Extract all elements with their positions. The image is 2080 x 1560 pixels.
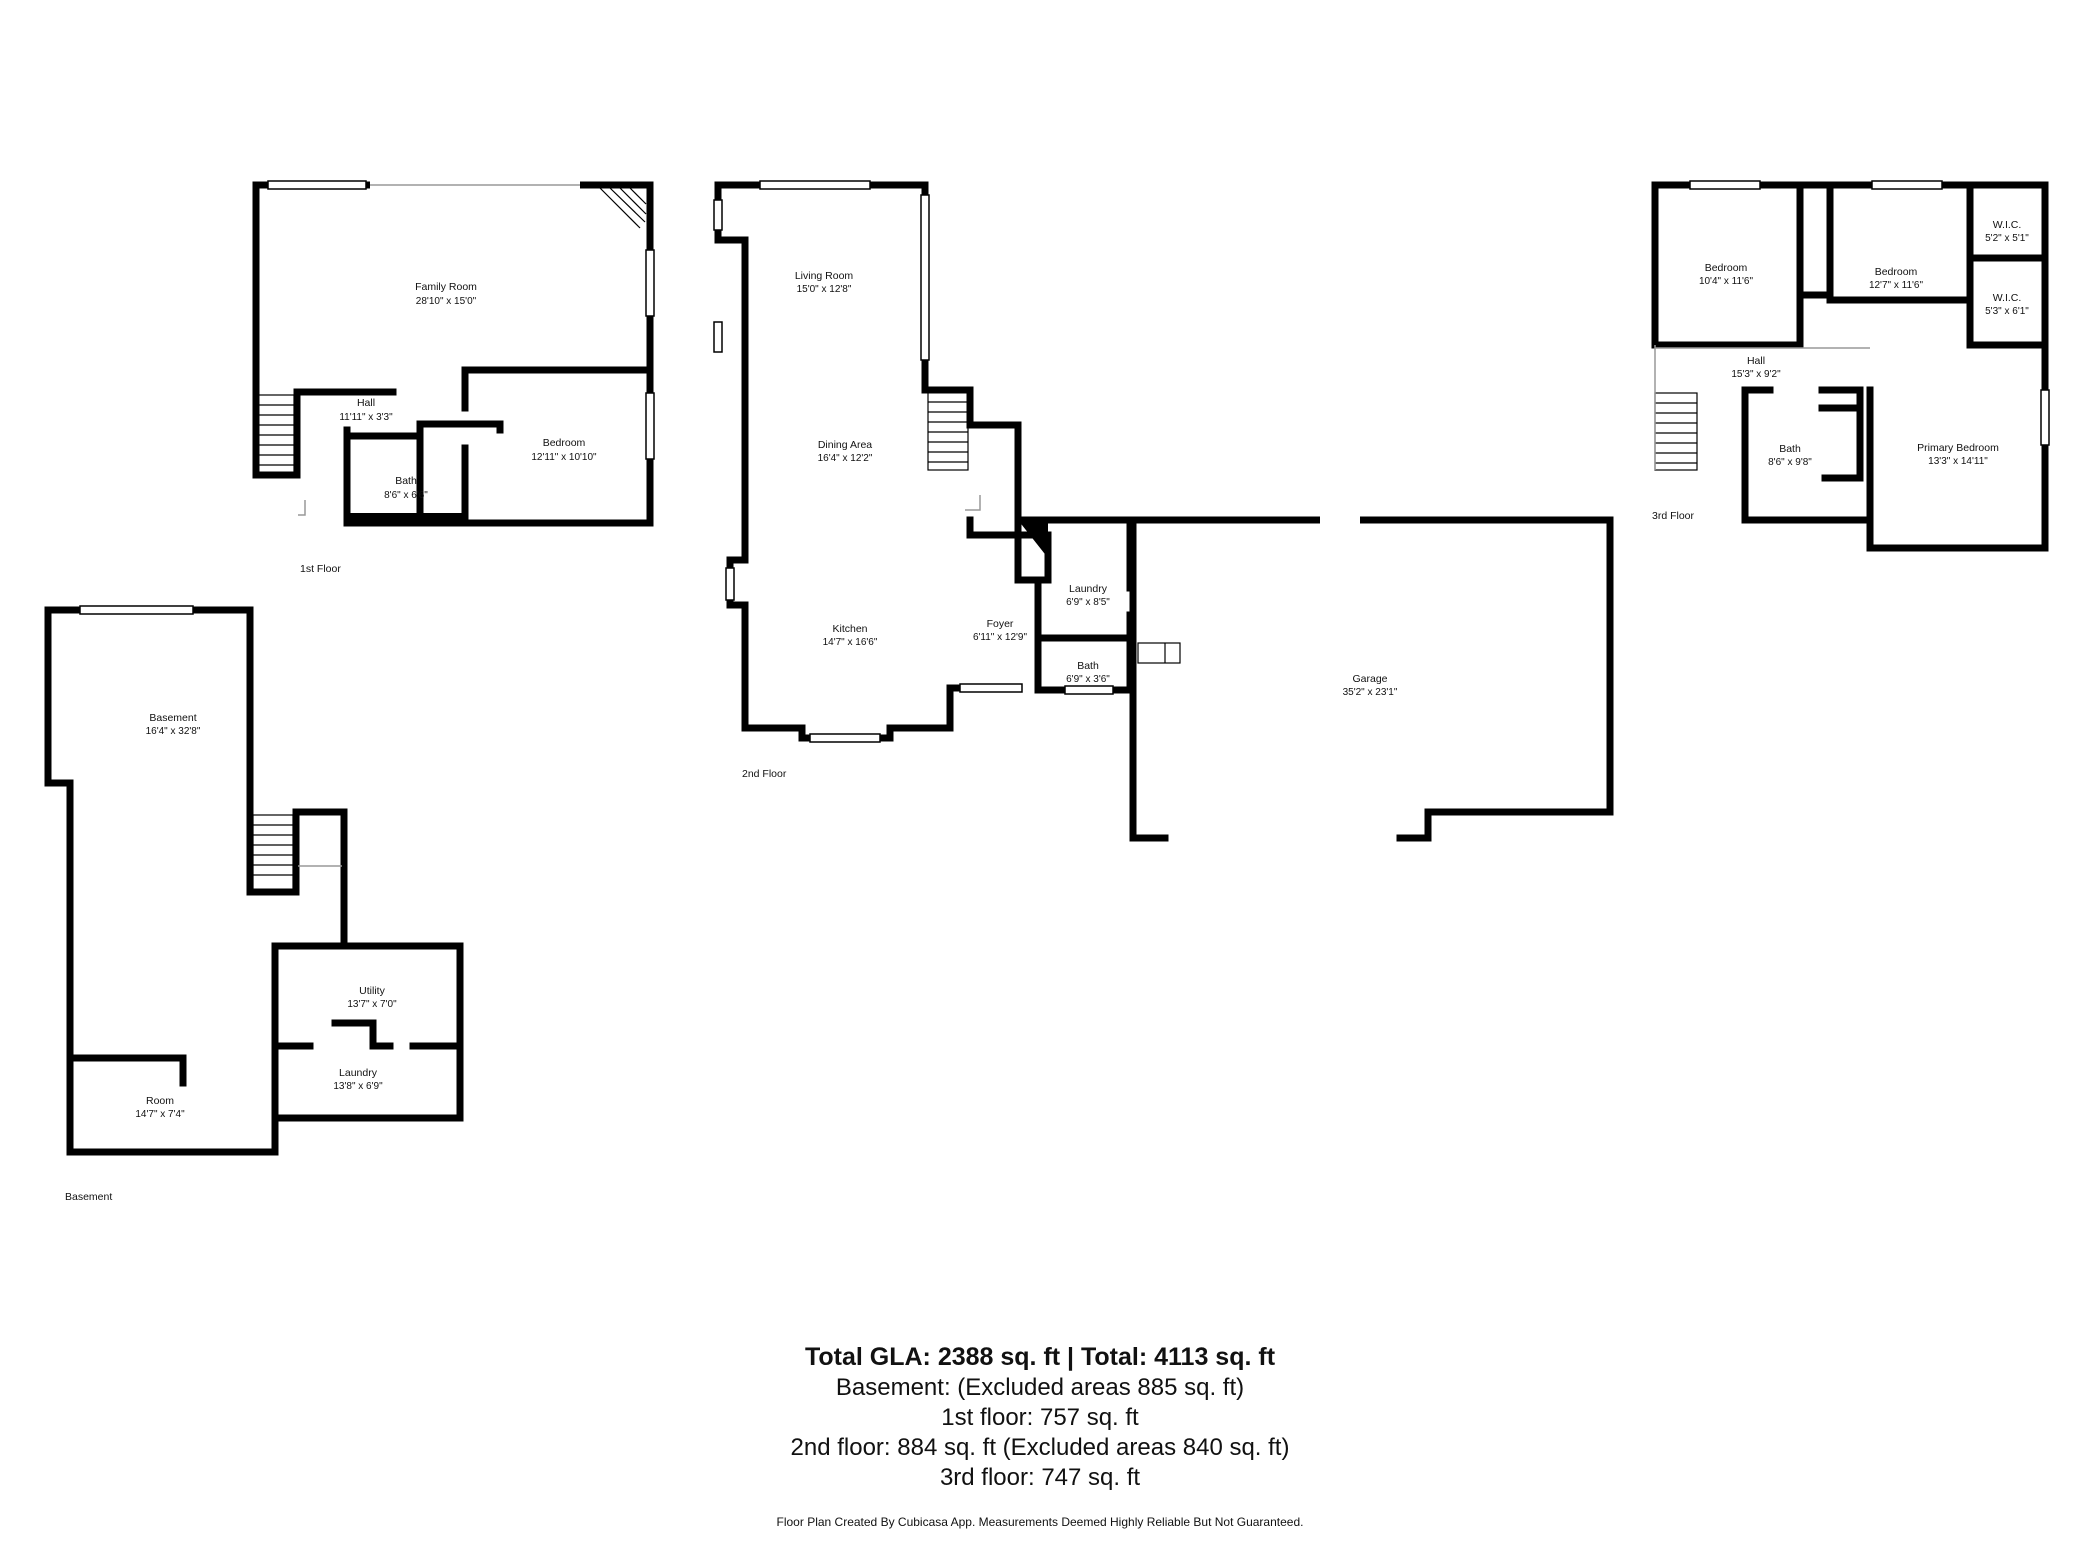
room-name: Bath [1077, 660, 1099, 672]
area-summary: Total GLA: 2388 sq. ft | Total: 4113 sq.… [0, 1342, 2080, 1493]
room-dimensions: 12'11" x 10'10" [531, 452, 597, 463]
floor-label: 3rd Floor [1652, 510, 1695, 522]
room-name: W.I.C. [1993, 292, 2022, 304]
area-line-2nd-floor: 2nd floor: 884 sq. ft (Excluded areas 84… [790, 1434, 1290, 1461]
room-name: Garage [1352, 673, 1387, 685]
floor-label: Basement [65, 1191, 112, 1203]
room-dimensions: 28'10" x 15'0" [416, 296, 477, 307]
room-name: Utility [359, 985, 385, 997]
room-name: Hall [357, 397, 375, 409]
total-area-headline: Total GLA: 2388 sq. ft | Total: 4113 sq.… [804, 1343, 1276, 1371]
room-name: Hall [1747, 355, 1765, 367]
room-name: Bath [395, 475, 417, 487]
area-line-1st-floor: 1st floor: 757 sq. ft [941, 1404, 1139, 1431]
floor-label: 1st Floor [300, 563, 341, 575]
second-floor-plan [713, 180, 1614, 842]
room-name: Laundry [339, 1067, 378, 1079]
room-dimensions: 13'3" x 14'11" [1928, 456, 1988, 467]
room-dimensions: 8'6" x 9'8" [1768, 457, 1812, 468]
room-dimensions: 16'4" x 32'8" [146, 726, 201, 737]
room-dimensions: 14'7" x 16'6" [823, 637, 878, 648]
room-name: Laundry [1069, 583, 1108, 595]
room-name: Bedroom [543, 437, 586, 449]
first-floor-plan [252, 180, 655, 527]
disclaimer-footer: Floor Plan Created By Cubicasa App. Meas… [776, 1515, 1304, 1529]
room-dimensions: 12'7" x 11'6" [1869, 280, 1924, 291]
area-line-3rd-floor: 3rd floor: 747 sq. ft [939, 1464, 1141, 1491]
room-dimensions: 5'2" x 5'1" [1985, 233, 2029, 244]
basement-plan [44, 605, 464, 1156]
room-name: W.I.C. [1993, 219, 2022, 231]
room-name: Bath [1779, 443, 1801, 455]
room-dimensions: 13'8" x 6'9" [333, 1081, 383, 1092]
room-name: Basement [149, 712, 196, 724]
room-dimensions: 35'2" x 23'1" [1343, 687, 1398, 698]
room-dimensions: 6'9" x 3'6" [1066, 674, 1110, 685]
room-name: Living Room [795, 270, 854, 282]
floor-label: 2nd Floor [742, 768, 787, 780]
room-name: Kitchen [832, 623, 867, 635]
room-name: Primary Bedroom [1917, 442, 1999, 454]
room-dimensions: 11'11" x 3'3" [339, 412, 393, 423]
room-name: Bedroom [1875, 266, 1918, 278]
room-dimensions: 16'4" x 12'2" [818, 453, 873, 464]
room-name: Bedroom [1705, 262, 1748, 274]
room-labels: Family Room 28'10" x 15'0" Hall 11'11" x… [65, 219, 2029, 1203]
room-name: Foyer [987, 618, 1014, 630]
area-line-basement: Basement: (Excluded areas 885 sq. ft) [835, 1374, 1245, 1401]
room-dimensions: 6'11" x 12'9" [973, 632, 1028, 643]
room-name: Dining Area [818, 439, 872, 451]
room-dimensions: 5'3" x 6'1" [1985, 306, 2029, 317]
room-dimensions: 6'9" x 8'5" [1066, 597, 1110, 608]
room-dimensions: 10'4" x 11'6" [1699, 276, 1754, 287]
room-dimensions: 15'3" x 9'2" [1731, 369, 1781, 380]
room-dimensions: 14'7" x 7'4" [135, 1109, 185, 1120]
room-dimensions: 8'6" x 6'6" [384, 490, 428, 501]
room-name: Room [146, 1095, 174, 1107]
third-floor-plan [1651, 180, 2050, 552]
room-name: Family Room [415, 281, 477, 293]
room-dimensions: 15'0" x 12'8" [797, 284, 852, 295]
room-dimensions: 13'7" x 7'0" [347, 999, 397, 1010]
